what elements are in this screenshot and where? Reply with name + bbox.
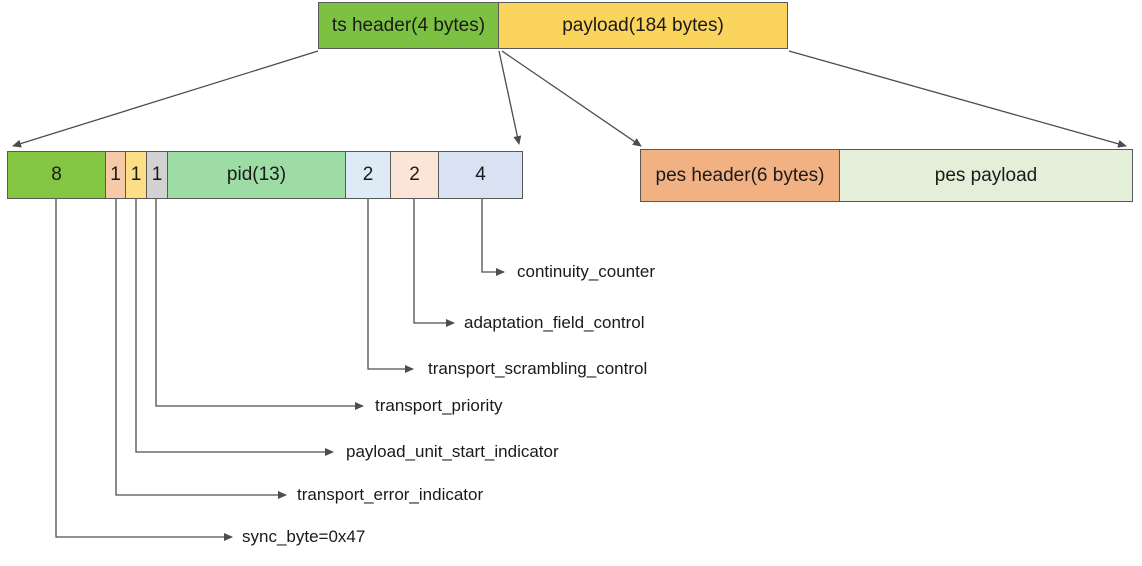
label-transport-priority: transport_priority (375, 396, 503, 415)
connector-transport-priority (155, 199, 364, 410)
field-sync-byte-box: 8 (7, 151, 106, 199)
connector-continuity-counter (481, 199, 505, 276)
pes-header-box: pes header(6 bytes) (640, 149, 840, 202)
connector-transport-error-indicator (115, 199, 287, 499)
ts-payload-box: payload(184 bytes) (498, 2, 788, 49)
arrow-payload-to-pes-left (501, 50, 642, 147)
field-continuity-counter-box: 4 (438, 151, 523, 199)
label-sync-byte: sync_byte=0x47 (242, 527, 366, 546)
label-adaptation-field-control: adaptation_field_control (464, 313, 645, 332)
field-transport-error-indicator-box: 1 (105, 151, 126, 199)
connector-adaptation-field-control (413, 199, 455, 327)
arrow-tsheader-to-bitrow-left (12, 50, 319, 148)
connector-transport-scrambling-control (367, 199, 414, 373)
label-transport-error-indicator: transport_error_indicator (297, 485, 484, 504)
label-payload-unit-start-indicator: payload_unit_start_indicator (346, 442, 559, 461)
field-transport-scrambling-control-box: 2 (345, 151, 391, 199)
connector-payload-unit-start-indicator (135, 199, 334, 456)
field-pid-box: pid(13) (167, 151, 346, 199)
field-adaptation-field-control-box: 2 (390, 151, 439, 199)
pes-payload-box: pes payload (839, 149, 1133, 202)
arrow-tsheader-to-bitrow-right (498, 50, 522, 145)
label-continuity-counter: continuity_counter (517, 262, 655, 281)
field-payload-unit-start-indicator-box: 1 (125, 151, 147, 199)
label-transport-scrambling-control: transport_scrambling_control (428, 359, 648, 378)
ts-header-box: ts header(4 bytes) (318, 2, 499, 49)
arrow-payload-to-pes-right (788, 50, 1127, 148)
field-transport-priority-box: 1 (146, 151, 168, 199)
connector-sync-byte (55, 199, 233, 541)
